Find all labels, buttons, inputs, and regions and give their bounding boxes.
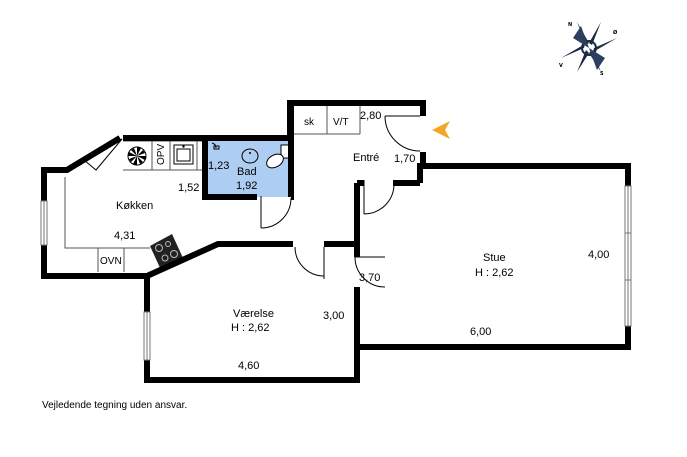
compass-south: S <box>600 71 604 77</box>
sink-icon <box>173 144 194 165</box>
entry-dim-depth: 1,70 <box>394 153 415 165</box>
living-dim-depth: 4,00 <box>588 249 609 261</box>
compass-rose: N Ø S V <box>559 22 618 77</box>
bedroom-dim-width: 4,60 <box>238 360 259 372</box>
bedroom-dim-depth: 3,00 <box>323 310 344 322</box>
vt-label: V/T <box>333 117 349 128</box>
living-name: Stue <box>483 252 506 264</box>
bath-name: Bad <box>237 166 257 178</box>
compass-west: V <box>559 63 563 69</box>
bedroom-name: Værelse <box>233 308 274 320</box>
ovn-label: OVN <box>100 256 122 267</box>
walls <box>41 100 631 383</box>
entry-dim-width: 2,80 <box>360 110 381 122</box>
shower-icon <box>211 142 220 150</box>
entrance-arrow-icon <box>432 121 450 139</box>
bath-dim-depth: 1,92 <box>236 180 257 192</box>
doors <box>83 115 421 288</box>
kitchen-dim-width: 4,31 <box>114 230 135 242</box>
windows <box>40 185 632 361</box>
hall-dim: 3,70 <box>359 272 380 284</box>
bedroom-height: H : 2,62 <box>231 322 270 334</box>
bath-dim-width: 1,23 <box>208 160 229 172</box>
compass-north: N <box>568 22 572 28</box>
interior-lines <box>64 106 361 272</box>
entry-name: Entré <box>353 152 379 164</box>
fan-icon <box>127 146 147 166</box>
sk-label: sk <box>304 117 315 128</box>
basin-icon <box>241 148 259 164</box>
opv-label: OPV <box>156 144 167 165</box>
compass-east: Ø <box>613 29 618 36</box>
disclaimer-text: Vejledende tegning uden ansvar. <box>42 400 188 411</box>
kitchen-dim-depth: 1,52 <box>178 182 199 194</box>
kitchen-name: Køkken <box>116 200 153 212</box>
living-height: H : 2,62 <box>475 267 514 279</box>
toilet-icon <box>266 144 291 169</box>
living-dim-width: 6,00 <box>470 326 491 338</box>
